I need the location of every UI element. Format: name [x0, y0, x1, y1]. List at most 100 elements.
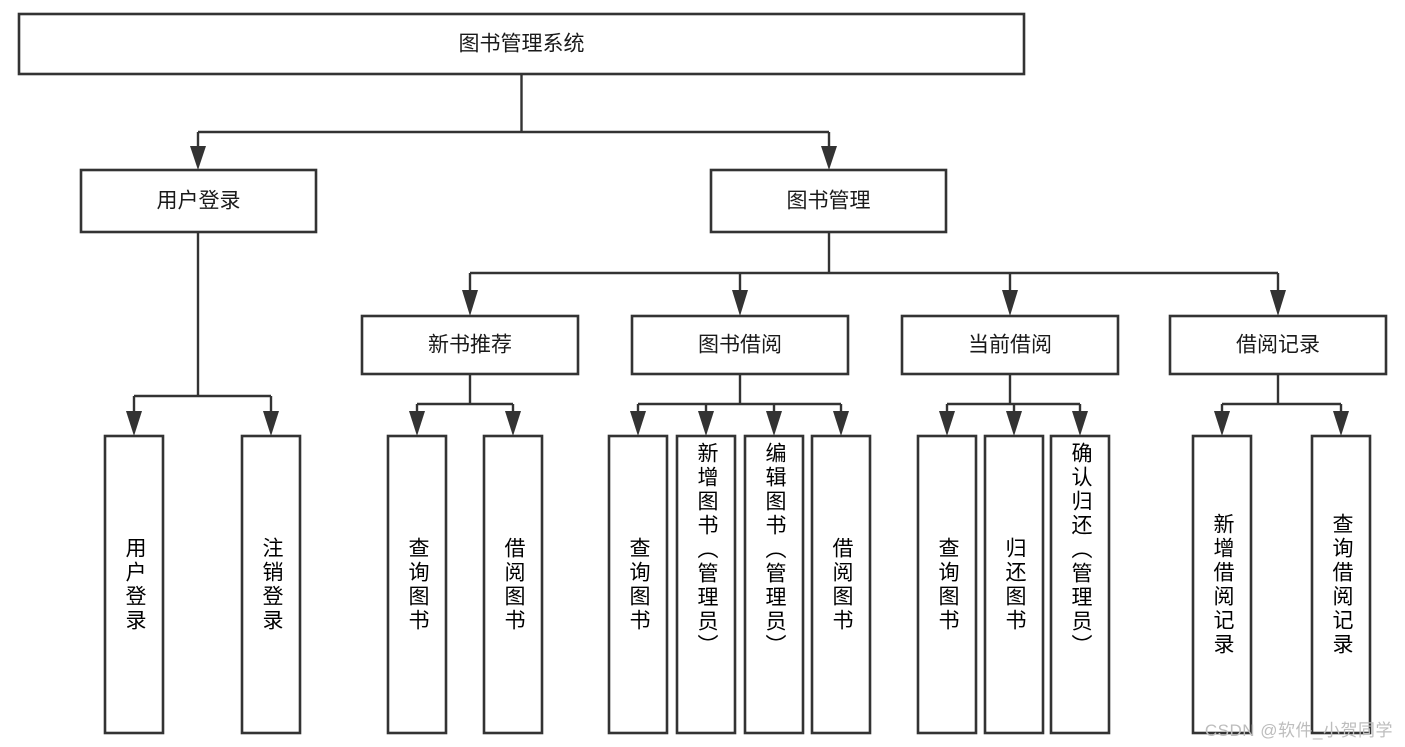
node-bookmgmt[interactable]: 图书管理	[709, 168, 948, 234]
node-leaf-10-box[interactable]	[983, 434, 1045, 735]
arrow-head-leaf-11	[1072, 411, 1088, 436]
arrow-head-bookmgmt	[821, 146, 837, 170]
node-leaf-6-label-holder: 新增图书（管理员）	[695, 442, 718, 658]
node-leaf-5-box[interactable]	[607, 434, 669, 735]
node-records-label: 借阅记录	[1236, 334, 1320, 357]
node-leaf-1-box[interactable]	[103, 434, 165, 735]
node-leaf-10-label-holder: 归还图书	[1003, 536, 1026, 633]
node-root[interactable]: 图书管理系统	[17, 12, 1026, 76]
connector-group-borrow	[630, 374, 849, 436]
connector-group-records	[1214, 374, 1349, 436]
node-leaf-1-label-holder: 用户登录	[123, 536, 146, 633]
node-leaf-12-label-holder: 新增借阅记录	[1211, 512, 1234, 657]
node-leaf-3[interactable]	[386, 434, 448, 735]
arrow-head-leaf-5	[630, 411, 646, 436]
node-leaf-5-label: 查询图书	[627, 536, 650, 633]
node-leaf-5-label-holder: 查询图书	[627, 536, 650, 633]
node-current[interactable]: 当前借阅	[900, 314, 1120, 376]
node-leaf-7-label-holder: 编辑图书（管理员）	[763, 442, 786, 658]
node-newbook[interactable]: 新书推荐	[360, 314, 580, 376]
arrow-head-leaf-7	[766, 411, 782, 436]
arrow-head-newbook	[462, 290, 478, 316]
node-leaf-2-label: 注销登录	[260, 536, 283, 633]
arrow-head-leaf-13	[1333, 411, 1349, 436]
node-leaf-8-label: 借阅图书	[830, 536, 853, 633]
node-leaf-3-box[interactable]	[386, 434, 448, 735]
node-leaf-4-box[interactable]	[482, 434, 544, 735]
node-leaf-6[interactable]	[675, 434, 737, 735]
node-leaf-11-label-holder: 确认归还（管理员）	[1069, 442, 1092, 658]
node-leaf-13-box[interactable]	[1310, 434, 1372, 735]
node-bookmgmt-label: 图书管理	[787, 190, 871, 213]
node-leaf-1-label: 用户登录	[123, 536, 146, 633]
node-leaf-3-label: 查询图书	[406, 536, 429, 633]
arrow-head-leaf-8	[833, 411, 849, 436]
node-current-box[interactable]	[900, 314, 1120, 376]
node-leaf-2-label-holder: 注销登录	[260, 536, 283, 633]
connector-group-newbook	[409, 374, 521, 436]
node-login-box[interactable]	[79, 168, 318, 234]
node-leaf-12-label: 新增借阅记录	[1211, 512, 1234, 657]
arrow-head-leaf-1	[126, 411, 142, 436]
node-leaf-9[interactable]	[916, 434, 978, 735]
node-leaf-8-box[interactable]	[810, 434, 872, 735]
node-leaf-12-box[interactable]	[1191, 434, 1253, 735]
node-leaf-9-box[interactable]	[916, 434, 978, 735]
node-leaf-10-label: 归还图书	[1003, 536, 1026, 633]
node-borrow-label: 图书借阅	[698, 334, 782, 357]
node-leaf-13-label: 查询借阅记录	[1330, 512, 1353, 657]
node-borrow[interactable]: 图书借阅	[630, 314, 850, 376]
node-leaf-2[interactable]	[240, 434, 302, 735]
node-leaf-1[interactable]	[103, 434, 165, 735]
connector-group-login	[126, 232, 279, 436]
arrow-head-current	[1002, 290, 1018, 316]
node-leaf-11-box[interactable]	[1049, 434, 1111, 735]
node-leaf-2-box[interactable]	[240, 434, 302, 735]
node-leaf-10[interactable]	[983, 434, 1045, 735]
node-leaf-8-label-holder: 借阅图书	[830, 536, 853, 633]
node-newbook-label: 新书推荐	[428, 334, 512, 357]
node-leaf-7-label: 编辑图书（管理员）	[763, 442, 786, 658]
arrow-head-leaf-3	[409, 411, 425, 436]
connector-group-current	[939, 374, 1088, 436]
node-leaf-12[interactable]	[1191, 434, 1253, 735]
node-leaf-11[interactable]	[1049, 434, 1111, 735]
node-leaf-6-label: 新增图书（管理员）	[695, 442, 718, 658]
node-login-label: 用户登录	[157, 190, 241, 213]
node-root-label: 图书管理系统	[459, 33, 585, 56]
node-leaf-11-label: 确认归还（管理员）	[1069, 442, 1092, 658]
node-records[interactable]: 借阅记录	[1168, 314, 1388, 376]
node-leaf-4[interactable]	[482, 434, 544, 735]
node-leaf-3-label-holder: 查询图书	[406, 536, 429, 633]
node-leaf-6-box[interactable]	[675, 434, 737, 735]
arrow-head-leaf-9	[939, 411, 955, 436]
arrow-head-login	[190, 146, 206, 170]
arrow-head-leaf-10	[1006, 411, 1022, 436]
arrow-head-leaf-12	[1214, 411, 1230, 436]
arrow-head-leaf-2	[263, 411, 279, 436]
node-leaf-7[interactable]	[743, 434, 805, 735]
arrow-head-borrow	[732, 290, 748, 316]
node-leaf-8[interactable]	[810, 434, 872, 735]
node-login[interactable]: 用户登录	[79, 168, 318, 234]
node-current-label: 当前借阅	[968, 334, 1052, 357]
node-leaf-13-label-holder: 查询借阅记录	[1330, 512, 1353, 657]
node-newbook-box[interactable]	[360, 314, 580, 376]
node-leaf-9-label-holder: 查询图书	[936, 536, 959, 633]
arrow-head-leaf-6	[698, 411, 714, 436]
node-bookmgmt-box[interactable]	[709, 168, 948, 234]
connector-group-bookmgmt	[462, 232, 1286, 316]
node-borrow-box[interactable]	[630, 314, 850, 376]
node-root-box[interactable]	[17, 12, 1026, 76]
node-leaf-13[interactable]	[1310, 434, 1372, 735]
node-records-box[interactable]	[1168, 314, 1388, 376]
node-leaf-4-label: 借阅图书	[502, 536, 525, 633]
connector-group-root	[190, 74, 837, 170]
node-leaf-9-label: 查询图书	[936, 536, 959, 633]
node-leaf-4-label-holder: 借阅图书	[502, 536, 525, 633]
node-leaf-5[interactable]	[607, 434, 669, 735]
node-leaf-7-box[interactable]	[743, 434, 805, 735]
arrow-head-leaf-4	[505, 411, 521, 436]
